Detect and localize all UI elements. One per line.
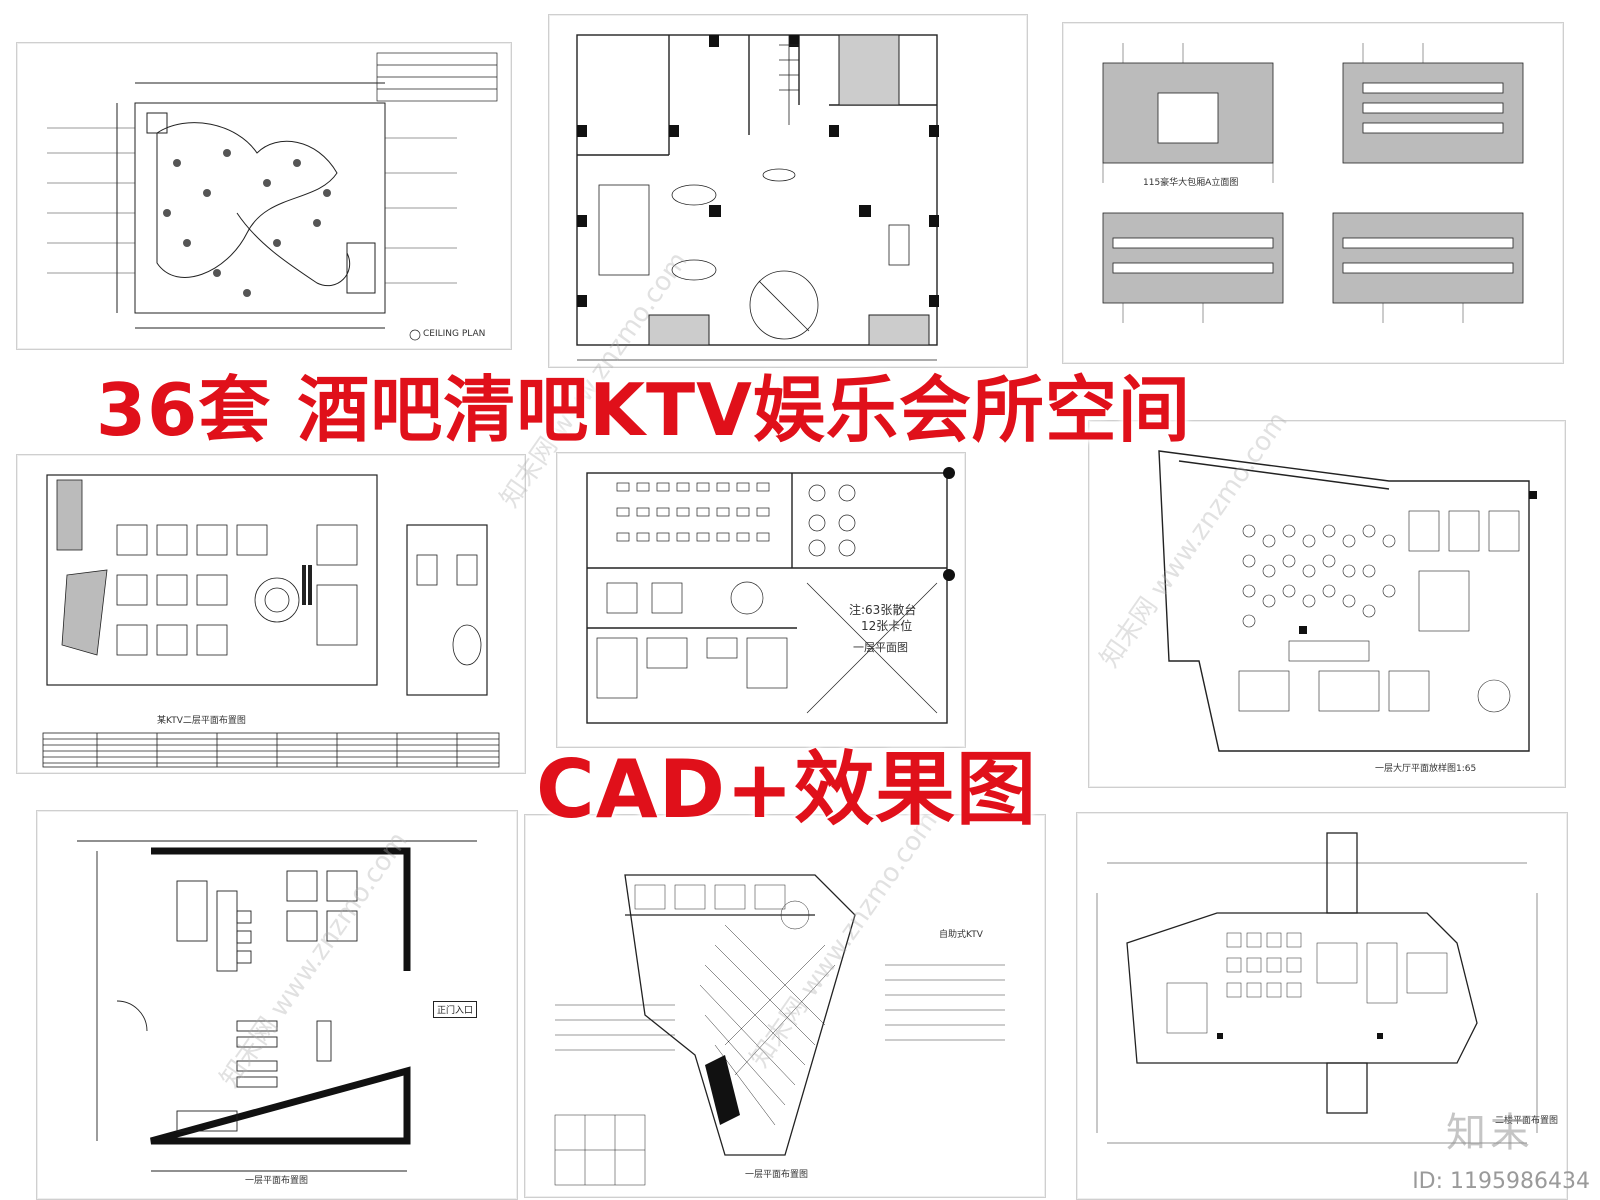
headline-subtitle: CAD+效果图 (536, 743, 1038, 836)
second-floor-drawing (1096, 832, 1538, 1144)
headline-title: 36套 酒吧清吧KTV娱乐会所空间 (96, 368, 1191, 452)
sheet-caption: 一层平面图 (853, 641, 908, 654)
bar-first-floor-plan-sheet: 注:63张散台 12张卡位 一层平面图 (556, 452, 966, 748)
first-floor-lobby-plan-sheet (548, 14, 1028, 368)
ceiling-plan-sheet: CEILING PLAN (16, 42, 512, 350)
ceiling-plan-drawing (47, 52, 498, 341)
second-floor-plan-sheet: 二楼平面布置图 (1076, 812, 1568, 1200)
sheet-caption: 一层平面布置图 (745, 1170, 809, 1180)
hall-detail-plan-sheet: 一层大厅平面放样图1:65 (1088, 420, 1566, 788)
brand-logo: 知末 (1446, 1110, 1534, 1156)
sheet-caption: 一层大厅平面放样图1:65 (1375, 764, 1477, 774)
bar-plan-drawing (586, 467, 955, 724)
image-id-label: ID: 1195986434 (1412, 1169, 1590, 1194)
sheet-caption: 二楼平面布置图 (1495, 1116, 1559, 1126)
self-service-ktv-plan-sheet: 自助式KTV 一层平面布置图 (524, 814, 1046, 1198)
bar-seating-note-1: 注:63张散台 (849, 603, 917, 617)
self-ktv-plan-drawing (554, 874, 1005, 1186)
entrance-tag: 正门入口 (433, 1001, 478, 1018)
sheet-caption: 一层平面布置图 (245, 1176, 309, 1186)
lobby-plan-drawing (576, 34, 939, 361)
sheet-caption: 115豪华大包厢A立面图 (1143, 178, 1239, 188)
entrance-plan-sheet: 正门入口 一层平面布置图 (36, 810, 518, 1200)
bar-seating-note-2: 12张卡位 (861, 619, 913, 633)
ktv-plan-drawing (42, 474, 500, 768)
self-service-ktv-label: 自助式KTV (939, 930, 983, 940)
hall-plan-drawing (1158, 450, 1537, 752)
elevation-drawing (1102, 43, 1524, 323)
sheet-caption: CEILING PLAN (423, 329, 486, 339)
sheet-caption: 某KTV二层平面布置图 (157, 716, 246, 726)
entrance-plan-drawing (77, 840, 477, 1172)
elevation-sheet: 115豪华大包厢A立面图 (1062, 22, 1564, 364)
ktv-second-floor-plan-sheet: 某KTV二层平面布置图 (16, 454, 526, 774)
